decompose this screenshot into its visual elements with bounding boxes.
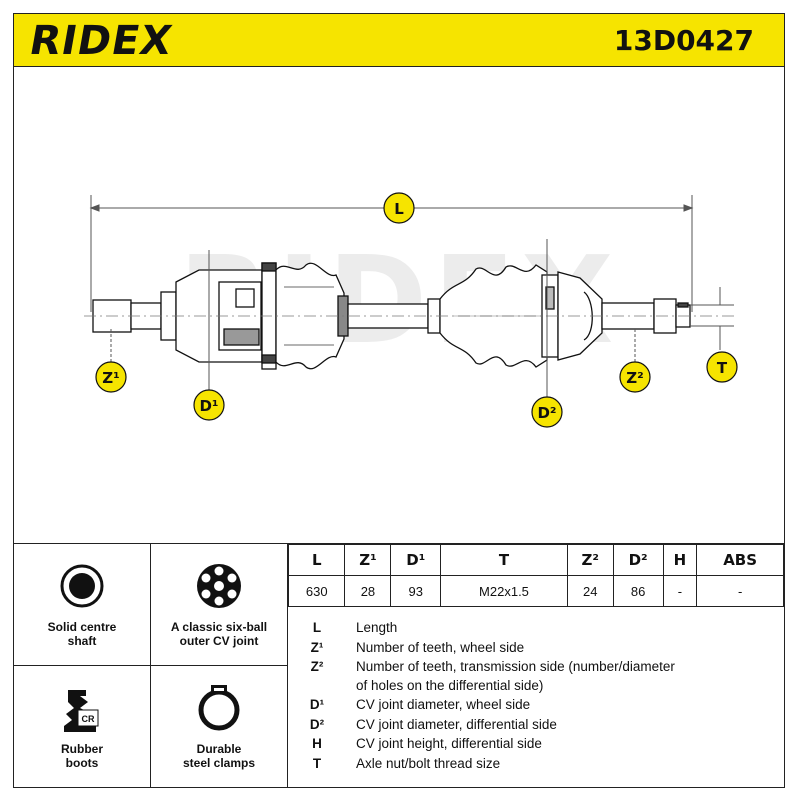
header-bar: RIDEX 13D0427 <box>13 13 785 67</box>
spec-header: T <box>440 544 568 576</box>
part-number: 13D0427 <box>613 24 754 57</box>
svg-text:T: T <box>717 359 728 377</box>
spec-header: D² <box>612 544 664 576</box>
legend-text: Number of teeth, wheel side <box>356 640 525 655</box>
legend-key: L <box>312 620 322 635</box>
solid-shaft-icon <box>14 558 150 614</box>
spec-value: 24 <box>566 575 614 607</box>
legend-text: Length <box>356 620 398 635</box>
spec-value: 630 <box>287 575 346 607</box>
spec-header-row: L Z¹ D¹ T Z² D² H ABS <box>287 544 784 576</box>
feature-label: boots <box>65 756 99 770</box>
svg-text:Z¹: Z¹ <box>102 369 119 387</box>
brand-logo: RIDEX <box>25 18 177 64</box>
steel-clamp-icon <box>151 680 287 736</box>
legend-text: Number of teeth, transmission side (numb… <box>356 659 675 674</box>
tag-L: L <box>383 192 415 224</box>
spec-header: Z² <box>566 544 614 576</box>
svg-text:D²: D² <box>537 404 556 422</box>
thread-dimension <box>690 287 734 350</box>
legend: L Length Z¹ Number of teeth, wheel side Z²… <box>288 614 784 786</box>
legend-key: T <box>312 756 322 771</box>
legend-text: of holes on the differential side) <box>356 678 544 693</box>
spec-value: - <box>662 575 698 607</box>
legend-text: CV joint diameter, differential side <box>356 717 557 732</box>
tag-Z1: Z¹ <box>95 329 127 393</box>
legend-key: D² <box>309 717 325 732</box>
feature-label: Rubber <box>61 742 103 756</box>
svg-text:CR: CR <box>82 714 95 724</box>
spec-header: L <box>287 544 346 576</box>
spec-value: 28 <box>344 575 392 607</box>
spec-table: L Z¹ D¹ T Z² D² H ABS 630 28 93 M22x1.5 … <box>287 544 784 607</box>
drive-shaft <box>84 262 734 370</box>
drive-shaft-diagram: RIDEX L <box>84 192 738 428</box>
spec-header: Z¹ <box>344 544 392 576</box>
legend-text: Axle nut/bolt thread size <box>356 756 501 771</box>
feature-label: shaft <box>67 634 97 648</box>
svg-text:Z²: Z² <box>626 369 643 387</box>
spec-value: 93 <box>390 575 442 607</box>
legend-text: CV joint height, differential side <box>356 736 542 751</box>
feature-label: steel clamps <box>182 756 256 770</box>
tag-T: T <box>706 351 738 383</box>
feature-label: Solid centre <box>47 620 117 634</box>
spec-value: M22x1.5 <box>440 575 568 607</box>
spec-value: 86 <box>612 575 664 607</box>
technical-drawing: RIDEX L <box>13 67 785 543</box>
feature-label: A classic six-ball <box>170 620 268 634</box>
feature-label: Durable <box>196 742 242 756</box>
feature-label: outer CV joint <box>179 634 259 648</box>
legend-key: Z² <box>310 659 324 674</box>
legend-key: H <box>312 736 322 751</box>
legend-key: D¹ <box>309 697 325 712</box>
svg-text:L: L <box>394 200 404 218</box>
tag-D1: D¹ <box>193 250 225 421</box>
svg-text:D¹: D¹ <box>199 397 218 415</box>
spec-header: ABS <box>696 544 784 576</box>
legend-text: CV joint diameter, wheel side <box>356 697 531 712</box>
spec-value: - <box>696 575 784 607</box>
legend-key: Z¹ <box>310 640 324 655</box>
rubber-boot-icon: CR <box>14 680 150 736</box>
spec-header: H <box>662 544 698 576</box>
spec-value-row: 630 28 93 M22x1.5 24 86 - - <box>287 575 784 607</box>
six-ball-joint-icon <box>151 558 287 614</box>
tag-Z2: Z² <box>619 329 651 393</box>
tag-D2: D² <box>531 239 563 428</box>
spec-header: D¹ <box>390 544 442 576</box>
